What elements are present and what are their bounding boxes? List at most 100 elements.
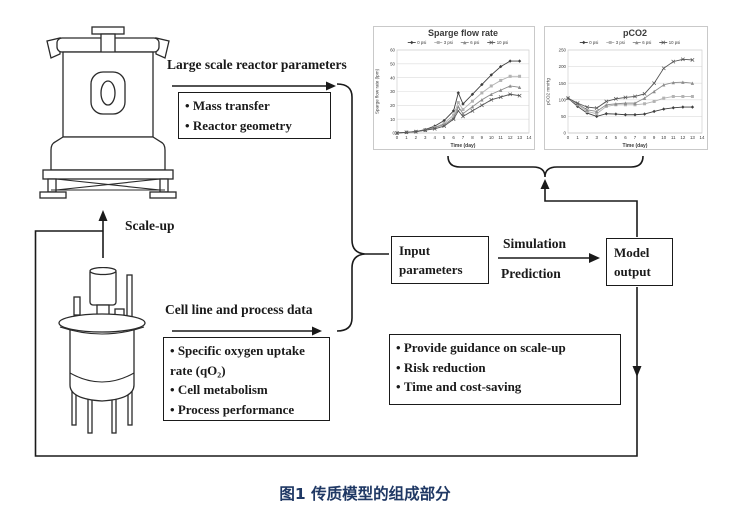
arrowhead-simulation xyxy=(589,253,600,263)
cell-line-header: Cell line and process data xyxy=(165,302,313,317)
large-scale-header: Large scale reactor parameters xyxy=(167,57,347,72)
svg-text:6 psi: 6 psi xyxy=(642,40,651,45)
svg-text:2: 2 xyxy=(415,135,418,140)
svg-text:Time (day): Time (day) xyxy=(451,143,476,149)
svg-text:10 psi: 10 psi xyxy=(497,40,509,45)
benefit-item: Time and cost-saving xyxy=(396,377,614,397)
arrowhead-up-to-charts xyxy=(540,179,550,189)
svg-text:12: 12 xyxy=(680,135,685,140)
model-output-box: Model output xyxy=(606,238,673,286)
svg-text:5: 5 xyxy=(615,135,618,140)
reactor-params-item: Mass transfer xyxy=(185,96,324,116)
svg-text:8: 8 xyxy=(471,135,474,140)
svg-text:Time (day): Time (day) xyxy=(623,143,648,149)
svg-text:14: 14 xyxy=(700,135,705,140)
bioreactor-probe-rod xyxy=(126,274,133,320)
svg-text:3 psi: 3 psi xyxy=(444,40,453,45)
svg-text:5: 5 xyxy=(443,135,446,140)
bioreactor-port-left xyxy=(73,296,81,316)
svg-text:0: 0 xyxy=(393,131,396,136)
arrowhead-feedback-down xyxy=(632,366,642,377)
feedback-loop-line xyxy=(34,230,638,457)
scale-up-label: Scale-up xyxy=(125,218,175,233)
svg-text:3: 3 xyxy=(424,135,427,140)
svg-text:0 psi: 0 psi xyxy=(589,40,598,45)
svg-text:Sparge flow rate: Sparge flow rate xyxy=(428,28,498,38)
svg-text:150: 150 xyxy=(559,81,567,86)
benefits-box: Provide guidance on scale-up Risk reduct… xyxy=(389,334,621,405)
svg-text:pCO2 mmHg: pCO2 mmHg xyxy=(546,78,551,105)
svg-text:4: 4 xyxy=(605,135,608,140)
svg-text:Sparge flow rate (lpm): Sparge flow rate (lpm) xyxy=(375,68,380,114)
svg-text:60: 60 xyxy=(390,48,395,53)
svg-text:12: 12 xyxy=(508,135,513,140)
svg-text:10: 10 xyxy=(390,117,395,122)
reactor-params-box: Mass transfer Reactor geometry xyxy=(178,92,331,139)
benefit-item: Provide guidance on scale-up xyxy=(396,338,614,358)
svg-text:250: 250 xyxy=(559,48,567,53)
svg-text:11: 11 xyxy=(498,135,503,140)
svg-text:50: 50 xyxy=(561,114,566,119)
svg-text:3: 3 xyxy=(595,135,598,140)
svg-text:7: 7 xyxy=(634,135,637,140)
svg-text:50: 50 xyxy=(390,61,395,66)
svg-text:13: 13 xyxy=(517,135,522,140)
svg-text:9: 9 xyxy=(481,135,484,140)
svg-text:6: 6 xyxy=(452,135,455,140)
cell-line-item: Cell metabolism xyxy=(170,380,323,400)
bioreactor-headplate xyxy=(58,313,146,333)
simulation-label: Simulation xyxy=(503,236,567,251)
svg-text:10: 10 xyxy=(661,135,666,140)
svg-text:9: 9 xyxy=(653,135,656,140)
bioreactor-motor-top xyxy=(89,267,117,276)
reactor-foot-left xyxy=(39,191,67,199)
bioreactor-vessel-bottom-line xyxy=(69,372,135,383)
svg-text:4: 4 xyxy=(433,135,436,140)
svg-text:pCO2: pCO2 xyxy=(623,28,647,38)
cell-line-item: Process performance xyxy=(170,400,323,420)
reactor-lid-handle xyxy=(91,26,125,35)
svg-text:100: 100 xyxy=(559,97,567,102)
svg-text:2: 2 xyxy=(586,135,589,140)
svg-text:200: 200 xyxy=(559,64,567,69)
svg-text:6: 6 xyxy=(624,135,627,140)
large-reactor-illustration xyxy=(39,26,177,199)
arrowhead-cell-line-data xyxy=(312,326,322,336)
svg-text:0: 0 xyxy=(564,131,567,136)
bioreactor-vessel xyxy=(69,324,135,402)
charts-bracket-brace xyxy=(447,155,644,178)
arrowhead-large-scale-params xyxy=(326,81,336,91)
cell-line-item: Specific oxygen uptake rate (qO₂) xyxy=(170,341,323,380)
figure-caption: 图1 传质模型的组成部分 xyxy=(279,485,451,503)
reactor-foot-right xyxy=(149,191,177,199)
prediction-label: Prediction xyxy=(501,266,561,281)
reactor-skirt xyxy=(50,136,166,171)
reactor-cross-brace xyxy=(51,178,165,191)
reactor-params-item: Reactor geometry xyxy=(185,116,324,136)
svg-text:0 psi: 0 psi xyxy=(417,40,426,45)
svg-text:6 psi: 6 psi xyxy=(470,40,479,45)
benefit-item: Risk reduction xyxy=(396,358,614,378)
svg-text:1: 1 xyxy=(576,135,579,140)
svg-text:1: 1 xyxy=(405,135,408,140)
left-curly-brace xyxy=(336,83,389,332)
svg-text:10 psi: 10 psi xyxy=(669,40,681,45)
reactor-stand-rail xyxy=(42,169,174,180)
svg-text:3 psi: 3 psi xyxy=(616,40,625,45)
svg-text:20: 20 xyxy=(390,103,395,108)
svg-text:7: 7 xyxy=(462,135,465,140)
svg-text:10: 10 xyxy=(489,135,494,140)
svg-text:0: 0 xyxy=(567,135,570,140)
svg-text:30: 30 xyxy=(390,89,395,94)
svg-text:0: 0 xyxy=(396,135,399,140)
model-output-to-charts-line xyxy=(544,186,638,237)
arrowhead-scale-up xyxy=(98,210,108,221)
svg-text:11: 11 xyxy=(671,135,676,140)
input-parameters-box: Input parameters xyxy=(391,236,489,284)
svg-text:40: 40 xyxy=(390,75,395,80)
small-bioreactor-illustration xyxy=(58,267,146,434)
bioreactor-headplate-rim xyxy=(59,326,145,335)
